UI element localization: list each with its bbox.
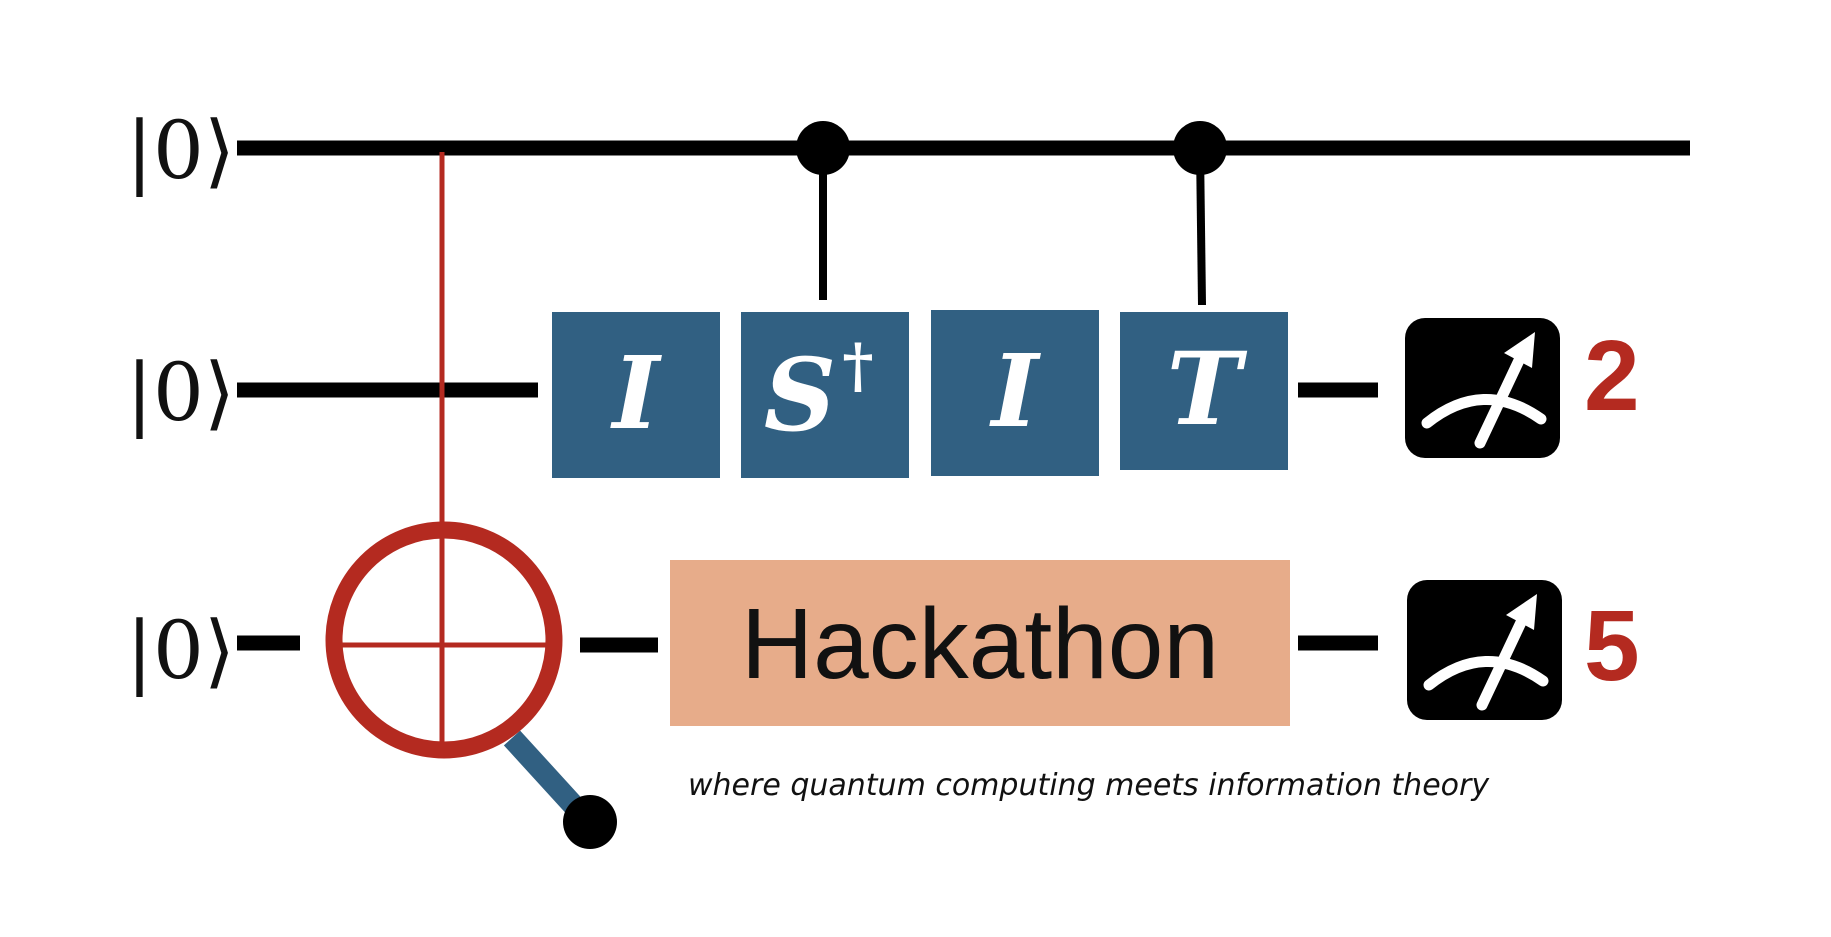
gate-t-label: T: [1167, 330, 1248, 448]
gate-i-1-label: I: [610, 334, 663, 452]
hackathon-label: Hackathon: [741, 588, 1219, 700]
hackathon-box: Hackathon: [670, 560, 1290, 726]
measurement-number-5: 5: [1584, 590, 1640, 702]
gate-s-dagger: S †: [741, 312, 909, 478]
control-dot-t: [1173, 121, 1227, 175]
tagline: where quantum computing meets informatio…: [688, 768, 1490, 803]
measurement-meter-icon: [1405, 318, 1560, 458]
qubit-1-label: |0⟩: [126, 346, 235, 439]
gate-t: T: [1120, 312, 1288, 470]
gate-i-2-label: I: [989, 332, 1042, 450]
qubit-2-label: |0⟩: [126, 604, 235, 697]
qubit-0-label: |0⟩: [126, 104, 235, 197]
control-dot-s-dagger: [796, 121, 850, 175]
cnot-target-magnifier-icon: [325, 152, 617, 849]
gate-s-dagger-superscript: †: [842, 331, 873, 401]
measurement-number-2: 2: [1584, 320, 1640, 432]
gate-i-1: I: [552, 312, 720, 478]
gate-i-2: I: [931, 310, 1099, 476]
measurement-meter-icon: [1407, 580, 1562, 720]
gate-s-dagger-label: S: [764, 336, 836, 454]
